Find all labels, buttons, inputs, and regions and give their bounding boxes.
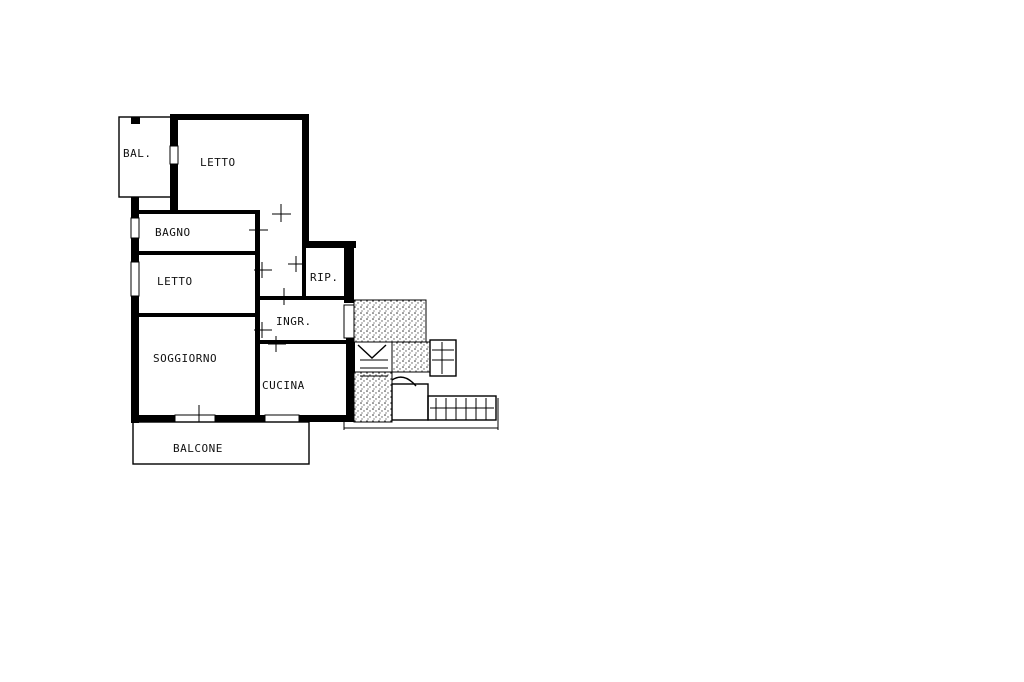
interior-walls [139, 210, 347, 420]
label-bal: BAL. [123, 147, 152, 160]
label-letto-mid: LETTO [157, 275, 193, 288]
label-ingr: INGR. [276, 315, 312, 328]
label-letto-top: LETTO [200, 156, 236, 169]
stairwell [343, 299, 499, 430]
exterior-walls [131, 114, 356, 423]
label-bagno: BAGNO [155, 226, 191, 239]
label-soggiorno: SOGGIORNO [153, 352, 217, 365]
openings [130, 145, 355, 423]
label-balcone: BALCONE [173, 442, 223, 455]
label-cucina: CUCINA [262, 379, 305, 392]
balcony-large [132, 421, 310, 465]
label-rip: RIP. [310, 271, 339, 284]
